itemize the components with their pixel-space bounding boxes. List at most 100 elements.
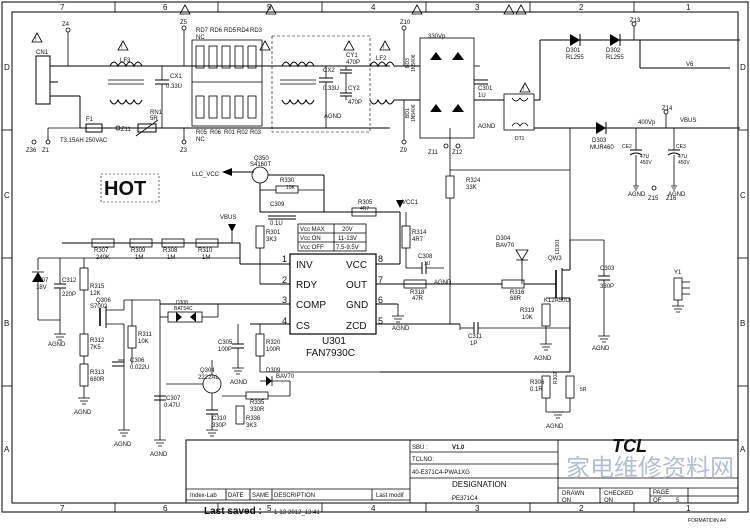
svg-text:C307: C307 [166,396,181,402]
svg-text:Z3: Z3 [180,148,188,154]
row-label: B [4,319,9,328]
svg-text:330R: 330R [250,407,265,413]
svg-text:RDY: RDY [296,280,317,291]
svg-text:AGND: AGND [392,326,410,332]
svg-text:R305: R305 [358,200,373,206]
svg-text:NC: NC [196,35,205,41]
svg-text:R314: R314 [412,230,427,236]
svg-text:AGND: AGND [48,342,66,348]
svg-text:RD7: RD7 [196,28,209,34]
svg-text:RN1: RN1 [150,110,163,116]
svg-text:R310: R310 [198,248,213,254]
svg-text:Z9: Z9 [400,148,408,154]
col-label: 4 [371,3,376,12]
svg-text:40-E371C4-PWA1XG: 40-E371C4-PWA1XG [412,470,470,476]
svg-text:CX2: CX2 [323,68,335,74]
vcc1-label: VCC1 [402,200,419,206]
svg-text:BAT54C: BAT54C [174,306,193,312]
svg-text:Z11: Z11 [121,127,132,133]
svg-text:8: 8 [378,254,383,264]
svg-text:47R: 47R [412,296,424,302]
svg-text:AGND: AGND [534,356,552,362]
svg-text:FORMAT/DIN A4: FORMAT/DIN A4 [688,518,726,524]
resistor-r311 [127,325,137,349]
svg-text:680R: 680R [90,377,105,383]
svg-text:C310: C310 [212,416,227,422]
svg-text:C309: C309 [270,202,285,208]
svg-text:R312: R312 [90,338,105,344]
svg-text:R319: R319 [520,308,535,314]
svg-text:18V: 18V [36,285,47,291]
svg-text:Z15: Z15 [648,196,659,202]
svg-text:0.47U: 0.47U [164,403,180,409]
connector-y1 [673,277,683,301]
bridge-rectifier: BD3 1N5406 BD1 1N5406 330Vp [405,34,475,139]
svg-text:OF: OF [653,498,662,504]
svg-text:1U: 1U [424,261,431,267]
diode-d303 [596,122,606,134]
svg-text:7: 7 [378,275,383,285]
svg-text:AGND: AGND [434,280,452,286]
svg-text:R336: R336 [246,416,261,422]
svg-text:F1: F1 [86,117,94,123]
svg-text:0.33U: 0.33U [166,84,182,90]
svg-text:RD5: RD5 [224,28,237,34]
svg-text:10K: 10K [138,339,149,345]
svg-text:33K: 33K [466,185,477,191]
llc-vcc-label: LLC_VCC [192,172,220,178]
svg-text:C305: C305 [218,340,233,346]
svg-text:0.022U: 0.022U [130,365,149,371]
svg-text:5R: 5R [580,387,587,393]
svg-text:LF2: LF2 [376,56,387,62]
svg-text:ON: ON [604,498,613,504]
svg-text:4R7: 4R7 [412,237,424,243]
row-label: C [740,191,746,200]
col-label: 7 [60,504,65,513]
svg-text:100R: 100R [266,347,281,353]
col-label: 3 [475,3,480,12]
svg-text:AGND: AGND [114,442,132,448]
svg-text:Z1: Z1 [42,148,50,154]
svg-text:Z16: Z16 [666,196,677,202]
ic-ref: U301 [322,336,346,347]
svg-text:Z14: Z14 [662,106,673,112]
svg-text:!: ! [121,45,123,51]
svg-text:10K: 10K [522,315,533,321]
svg-text:20V: 20V [342,227,353,233]
svg-text:RD6: RD6 [210,28,223,34]
svg-text:5: 5 [378,316,383,326]
svg-text:1: 1 [282,254,287,264]
svg-text:0.1U: 0.1U [270,221,283,227]
svg-text:1U: 1U [478,93,486,99]
diode-d304 [515,249,529,261]
col-label: 6 [163,3,168,12]
svg-text:CY1: CY1 [346,53,358,59]
svg-text:R324: R324 [466,178,481,184]
svg-text:RD4: RD4 [237,28,250,34]
svg-text:R318: R318 [410,290,425,296]
svg-text:Vcc OFF: Vcc OFF [300,245,324,251]
svg-text:CE3: CE3 [676,144,686,150]
svg-text:R302: R302 [553,372,559,384]
svg-text:NC: NC [196,137,205,143]
svg-text:6: 6 [378,295,383,305]
svg-text:TCLNO:: TCLNO: [412,457,434,463]
warning-icon [31,32,43,43]
svg-text:3K3: 3K3 [246,423,257,429]
svg-text:BAV70: BAV70 [496,243,515,249]
svg-text:C311: C311 [468,334,483,340]
svg-text:4: 4 [282,316,287,326]
ic-u301 [289,253,377,335]
v6-label: V6 [686,62,694,68]
svg-text:100P: 100P [218,347,232,353]
vbus-left-label: VBUS [220,215,236,221]
svg-text:ON: ON [562,498,571,504]
svg-text:3: 3 [282,295,287,305]
svg-text:BAV70: BAV70 [276,374,295,380]
svg-text:10K: 10K [286,185,296,191]
svg-text:MUR460: MUR460 [590,145,614,151]
